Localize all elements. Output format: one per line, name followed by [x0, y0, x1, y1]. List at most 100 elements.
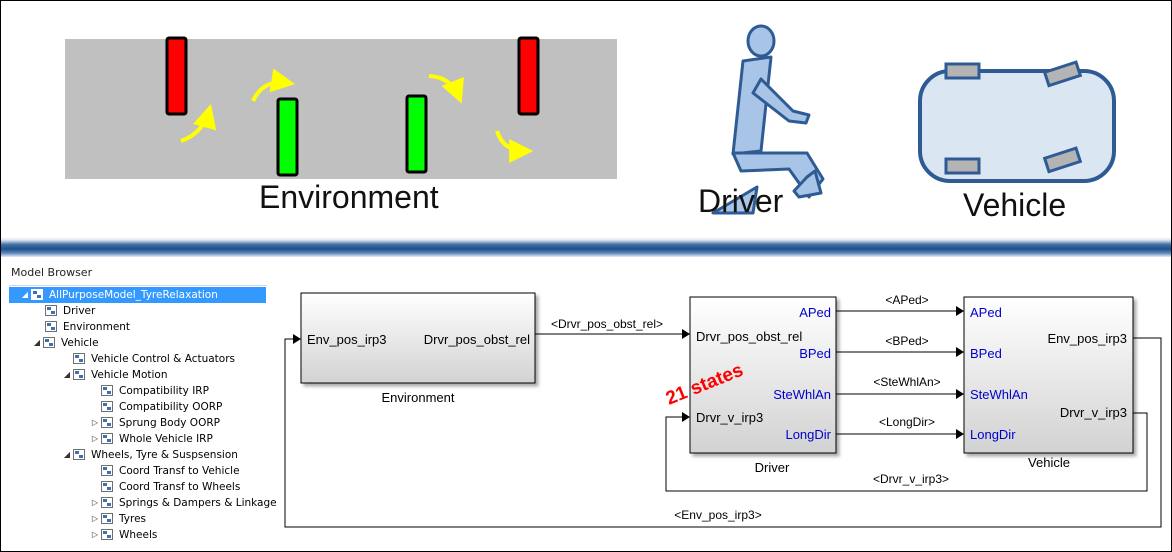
driver-out-port-longdir: LongDir	[785, 427, 831, 442]
vehicle-in-port-aped: APed	[970, 305, 1002, 320]
arrowhead	[956, 389, 964, 399]
driver-figure	[711, 24, 825, 215]
tree-item-wheels-tyre[interactable]: ◢ Wheels, Tyre & Suspsension	[61, 447, 238, 463]
expand-arrow-icon[interactable]: ◢	[63, 370, 71, 379]
driver-out-port-bped: BPed	[799, 346, 831, 361]
curve-arrow-1	[180, 104, 217, 143]
environment-caption: Environment	[259, 179, 439, 215]
illustration-svg	[65, 24, 1116, 215]
tree-item-label: Driver	[63, 305, 96, 317]
illustration-panel: Environment Driver Vehicle	[1, 1, 1171, 237]
model-tree: ◢ AllPurposeModel_TyreRelaxation Driver E…	[9, 285, 277, 551]
subsystem-icon	[101, 513, 113, 524]
expand-arrow-icon[interactable]: ▷	[91, 530, 99, 539]
wire-feedback-pos[interactable]	[284, 337, 1162, 528]
curve-arrow-3	[428, 74, 464, 104]
model-icon	[31, 289, 43, 300]
vehicle-block-name: Vehicle	[1028, 455, 1070, 470]
tree-item-environment[interactable]: Environment	[45, 319, 130, 335]
expand-arrow-icon[interactable]: ▷	[91, 418, 99, 427]
subsystem-icon	[101, 481, 113, 492]
tree-item-vehicle[interactable]: ◢ Vehicle	[31, 335, 99, 351]
environment-block[interactable]	[300, 292, 536, 384]
subsystem-icon	[73, 353, 85, 364]
obstacle-green-left	[276, 97, 299, 177]
tree-item-label: AllPurposeModel_TyreRelaxation	[49, 289, 218, 301]
tree-item-label: Vehicle Control & Actuators	[91, 353, 236, 365]
tree-item-tyres[interactable]: ▷Tyres	[89, 511, 146, 527]
signal-wires	[284, 310, 1162, 528]
subsystem-icon	[45, 305, 57, 316]
vehicle-in-port-bped: BPed	[970, 346, 1002, 361]
tree-item-root[interactable]: ◢ AllPurposeModel_TyreRelaxation	[9, 287, 266, 303]
expand-arrow-icon[interactable]: ◢	[21, 290, 29, 299]
subsystem-icon	[101, 417, 113, 428]
signal-label-drvr-v: <Drvr_v_irp3>	[873, 472, 949, 486]
tree-item-driver[interactable]: Driver	[45, 303, 95, 319]
subsystem-icon	[101, 385, 113, 396]
simulink-diagram: Env_pos_irp3 Drvr_pos_obst_rel Environme…	[284, 292, 1162, 528]
vehicle-caption: Vehicle	[963, 187, 1067, 223]
subsystem-icon	[101, 433, 113, 444]
signal-label-aped: <APed>	[885, 293, 928, 307]
vehicle-in-port-longdir: LongDir	[970, 427, 1016, 442]
arrowhead	[682, 412, 690, 422]
tree-item-label: Coord Transf to Wheels	[119, 481, 241, 493]
tree-item-compat-oorp[interactable]: Compatibility OORP	[101, 399, 222, 415]
driver-block[interactable]	[689, 296, 837, 454]
subsystem-icon	[101, 465, 113, 476]
signal-label-bped: <BPed>	[885, 334, 928, 348]
expand-arrow-icon[interactable]: ▷	[91, 514, 99, 523]
tree-item-vehicle-motion[interactable]: ◢ Vehicle Motion	[61, 367, 167, 383]
tree-item-label: Wheels	[119, 529, 158, 541]
tree-item-wheels[interactable]: ▷ Wheels	[89, 527, 157, 543]
curve-arrow-4	[495, 130, 534, 163]
tree-item-label: Springs & Dampers & Linkage	[119, 497, 277, 509]
tree-item-label: Vehicle	[61, 337, 99, 349]
tree-item-whole-vehicle[interactable]: ▷Whole Vehicle IRP	[89, 431, 213, 447]
signal-label-longdir: <LongDir>	[879, 415, 935, 429]
expand-arrow-icon[interactable]: ▷	[91, 434, 99, 443]
subsystem-icon	[73, 449, 85, 460]
tree-item-compat-irp[interactable]: Compatibility IRP	[101, 383, 209, 399]
arrowhead	[956, 347, 964, 357]
tree-item-sprung-body[interactable]: ▷ Sprung Body OORP	[89, 415, 220, 431]
env-in-port: Env_pos_irp3	[307, 332, 387, 347]
arrowhead	[956, 429, 964, 439]
driver-out-port-aped: APed	[799, 305, 831, 320]
expand-arrow-icon[interactable]: ◢	[33, 338, 41, 347]
subsystem-icon	[45, 321, 57, 332]
wire-feedback-v[interactable]	[665, 412, 1148, 492]
section-divider	[1, 237, 1171, 257]
tree-item-label: Compatibility OORP	[119, 401, 223, 413]
tree-item-label: Sprung Body OORP	[119, 417, 220, 429]
tree-item-springs[interactable]: ▷ Springs & Dampers & Linkage	[89, 495, 277, 511]
arrowhead	[956, 306, 964, 316]
tree-item-label: Compatibility IRP	[119, 385, 209, 397]
driver-caption: Driver	[698, 183, 784, 219]
tree-item-label: Wheels, Tyre & Suspsension	[91, 449, 238, 461]
subsystem-icon	[73, 369, 85, 380]
vehicle-block[interactable]	[963, 296, 1134, 454]
tree-item-label: Vehicle Motion	[91, 369, 168, 381]
vehicle-car	[918, 60, 1116, 183]
expand-arrow-icon[interactable]: ▷	[91, 498, 99, 507]
tree-item-coord-vehicle[interactable]: Coord Transf to Vehicle	[101, 463, 240, 479]
subsystem-icon	[101, 401, 113, 412]
arrowhead	[293, 334, 301, 344]
model-browser-title: Model Browser	[11, 266, 93, 279]
tree-item-label: Environment	[63, 321, 131, 333]
env-out-port: Drvr_pos_obst_rel	[424, 332, 530, 347]
expand-arrow-icon[interactable]: ◢	[63, 450, 71, 459]
tree-item-vehicle-control[interactable]: Vehicle Control & Actuators	[73, 351, 235, 367]
tree-item-coord-wheels[interactable]: Coord Transf to Wheels	[101, 479, 240, 495]
driver-in-port-pos: Drvr_pos_obst_rel	[696, 329, 802, 344]
subsystem-icon	[101, 497, 113, 508]
obstacle-green-right	[405, 94, 428, 174]
environment-block-name: Environment	[382, 390, 455, 405]
wire-arrowheads	[293, 306, 964, 439]
driver-in-port-v: Drvr_v_irp3	[696, 410, 763, 425]
vehicle-out-port-v: Drvr_v_irp3	[1060, 405, 1127, 420]
curve-arrow-2	[251, 68, 296, 102]
